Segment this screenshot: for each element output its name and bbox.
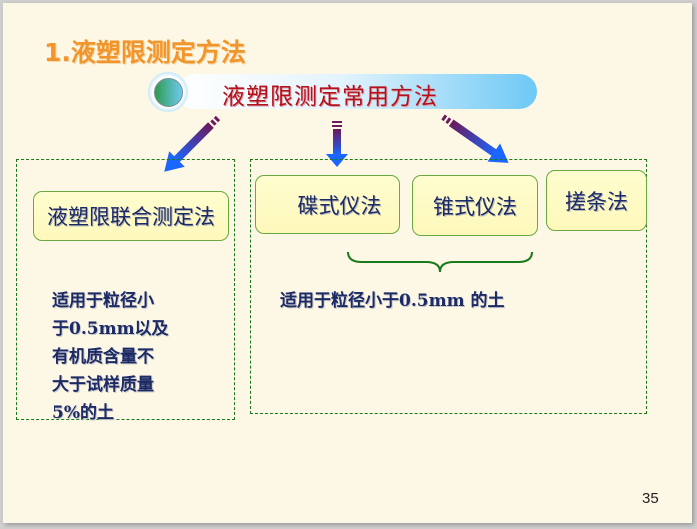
slide-title: 1.液塑限测定方法 — [44, 38, 246, 67]
arrow-down-left-icon — [164, 115, 221, 172]
arrow-down-right-icon — [441, 114, 509, 163]
description-line: 5%的土 — [52, 403, 114, 423]
right-description: 适用于粒径小于0.5mm 的土 — [280, 291, 505, 311]
right-group-box — [250, 159, 647, 414]
banner-background — [177, 74, 537, 109]
method-label: 液塑限联合测定法 — [47, 205, 215, 229]
method-box-combined: 液塑限联合测定法 — [33, 191, 229, 241]
method-box-rolling: 搓条法 — [546, 170, 647, 231]
curly-brace-icon — [347, 251, 533, 273]
page-number: 35 — [642, 490, 659, 507]
method-label: 锥式仪法 — [433, 194, 517, 219]
method-label: 搓条法 — [565, 189, 628, 214]
method-box-cone: 锥式仪法 — [412, 175, 538, 236]
banner-title: 液塑限测定常用方法 — [222, 84, 438, 110]
description-line: 于0.5mm以及 — [52, 319, 169, 339]
method-label: 碟式仪法 — [297, 193, 382, 218]
bullet-circle-icon — [154, 78, 183, 107]
method-box-casagrande: 碟式仪法 — [255, 175, 400, 234]
description-line: 适用于粒径小 — [52, 291, 154, 311]
arrow-down-icon — [326, 121, 348, 167]
description-line: 有机质含量不 — [52, 347, 154, 367]
left-group-box — [16, 159, 235, 420]
description-line: 大于试样质量 — [52, 375, 154, 395]
left-description: 适用于粒径小 于0.5mm以及 有机质含量不 大于试样质量 5%的土 — [52, 287, 222, 427]
